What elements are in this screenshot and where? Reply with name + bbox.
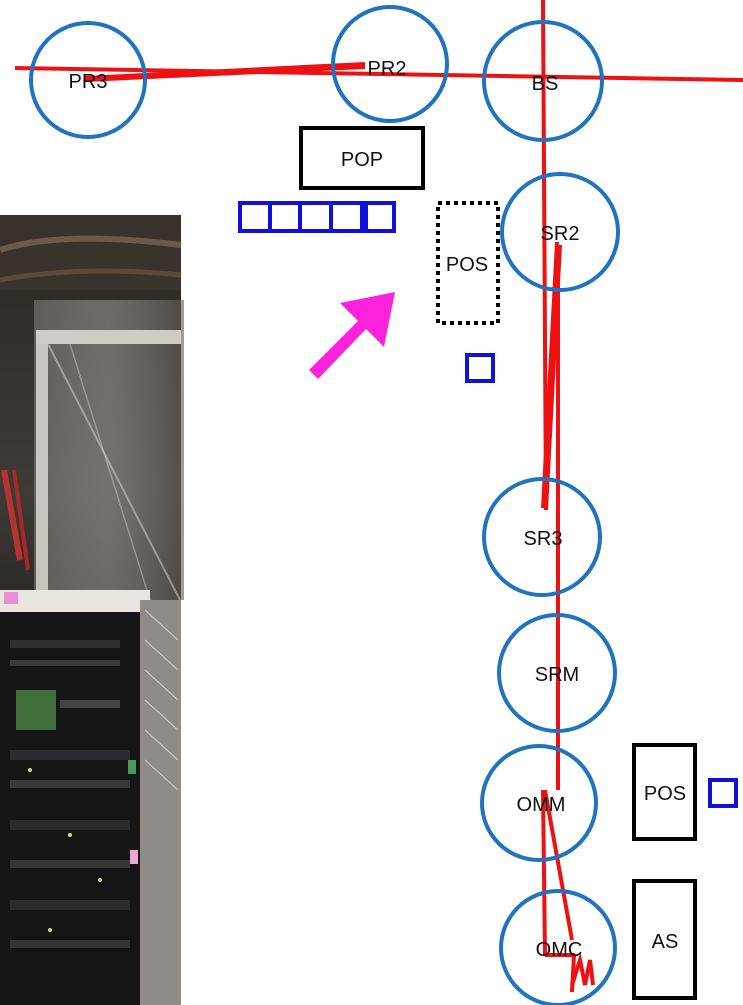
- optic-labels: PR3 PR2 BS SR2 SR3 SRM OMM OMC: [69, 58, 583, 961]
- as-label: AS: [652, 931, 679, 953]
- pop-box: [299, 126, 425, 190]
- beam-omc-zigzag: [570, 952, 595, 986]
- beam-horizontal-main: [14, 66, 743, 82]
- pr2-optic: [331, 5, 449, 123]
- pos-upper-box: [436, 201, 500, 325]
- small-boxes: [238, 201, 738, 808]
- photo-icon: [0, 215, 184, 1005]
- omc-optic: [499, 889, 617, 1005]
- optics: [29, 5, 620, 1005]
- pr3-optic: [29, 21, 147, 139]
- omm-label: OMM: [517, 794, 566, 816]
- bs-optic: [482, 20, 604, 142]
- sr3-label: SR3: [524, 528, 563, 550]
- sr3-optic: [482, 477, 602, 597]
- pos-lower-label: POS: [644, 783, 686, 805]
- omm-optic: [480, 744, 598, 862]
- arrow-up-right-icon: [309, 292, 395, 379]
- pos-upper-label: POS: [446, 254, 488, 276]
- blue-box-array-2: [268, 201, 302, 233]
- sr2-label: SR2: [541, 223, 580, 245]
- pr2-label: PR2: [368, 58, 407, 80]
- srm-label: SRM: [535, 664, 579, 686]
- blue-box-array-4: [329, 201, 364, 233]
- srm-optic: [497, 613, 617, 733]
- sr2-optic: [500, 172, 620, 292]
- beam-sr3-sr2: [541, 241, 559, 509]
- beam-omm-omc-1: [541, 789, 547, 956]
- pop-label: POP: [341, 149, 383, 171]
- beam-pr3-pr2-return: [84, 65, 366, 82]
- blue-box-array-3: [298, 201, 333, 233]
- blue-box-single-upper: [465, 353, 495, 383]
- bs-label: BS: [532, 73, 559, 95]
- pr3-label: PR3: [69, 71, 108, 93]
- omc-label: OMC: [536, 939, 583, 961]
- blue-box-single-lower: [708, 778, 738, 808]
- blue-box-array-1: [238, 201, 272, 233]
- boxes: POP POS POS AS: [299, 126, 697, 1000]
- pos-lower-box: [632, 743, 697, 841]
- beam-pr3-pr2-return-2: [84, 62, 366, 80]
- beam-omm-omc-2: [543, 789, 574, 941]
- blue-box-array-5: [364, 201, 396, 233]
- as-box: [632, 879, 697, 1000]
